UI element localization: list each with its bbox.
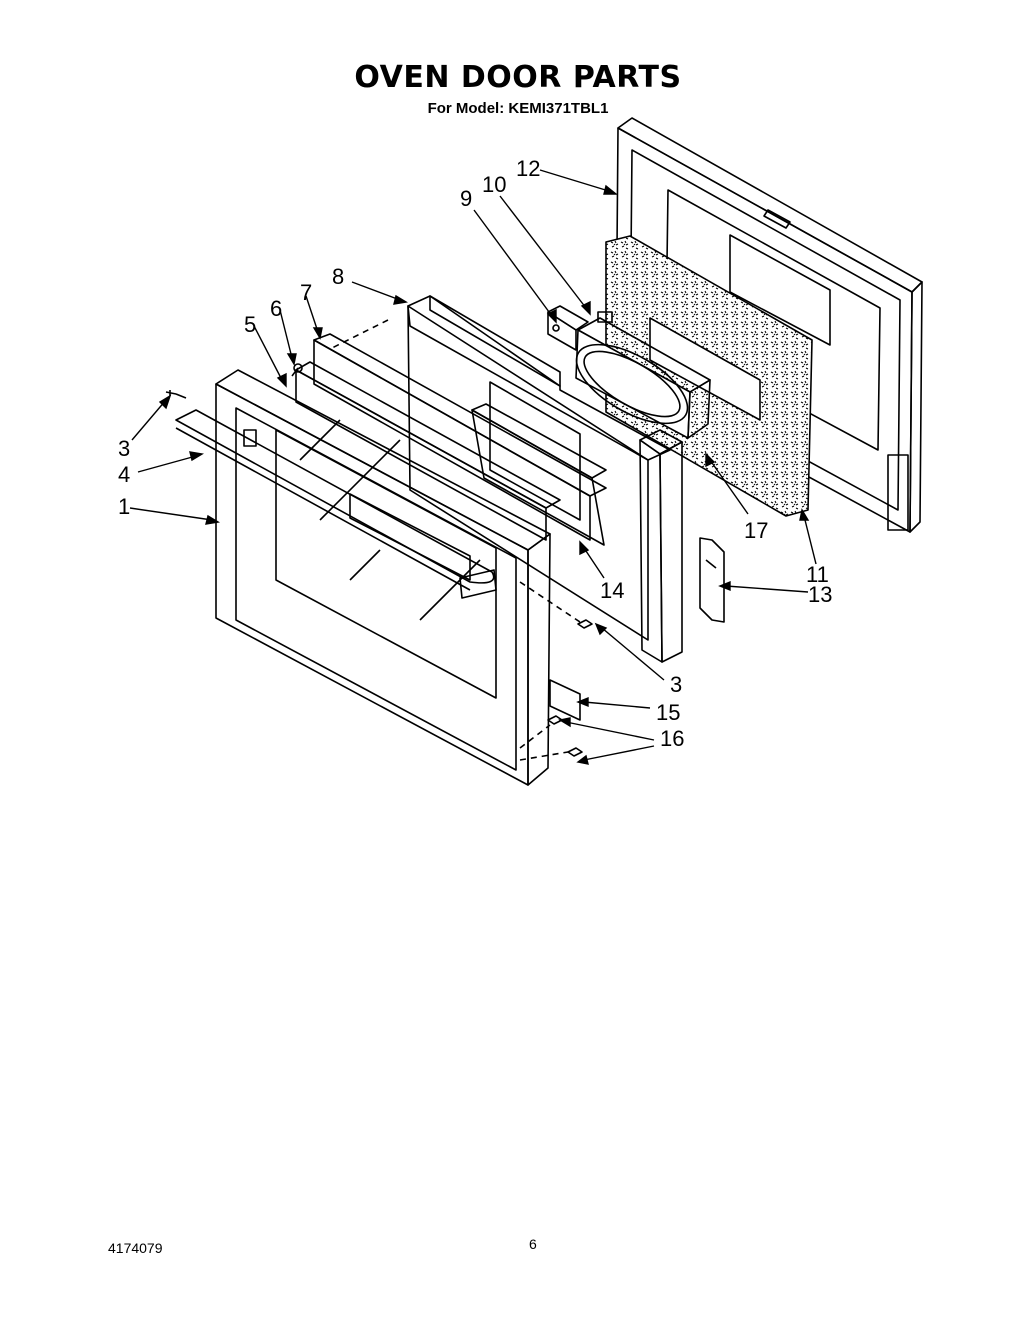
door-insulation — [605, 235, 813, 517]
outer-door-frame — [215, 369, 551, 786]
callout-8: 8 — [332, 264, 344, 289]
lower-bracket — [549, 679, 581, 721]
callout-5: 5 — [244, 312, 256, 337]
vent-strip — [295, 361, 561, 541]
callout-14: 14 — [600, 578, 624, 603]
callout-3-side: 3 — [670, 672, 682, 697]
screw-16-b — [567, 747, 583, 757]
door-handle — [175, 409, 497, 599]
callout-16: 16 — [660, 726, 684, 751]
callout-15: 15 — [656, 700, 680, 725]
callout-6: 6 — [270, 296, 282, 321]
callout-17: 17 — [744, 518, 768, 543]
screw-6 — [291, 363, 303, 377]
door-brackets — [547, 305, 613, 351]
page-number: 6 — [529, 1236, 537, 1252]
callout-1: 1 — [118, 494, 130, 519]
callout-3-top: 3 — [118, 436, 130, 461]
glass-panel — [313, 333, 607, 546]
model-subtitle: For Model: KEMI371TBL1 — [427, 100, 609, 117]
vent-duct — [575, 317, 711, 439]
callout-7: 7 — [300, 280, 312, 305]
callout-10: 10 — [482, 172, 506, 197]
callout-4: 4 — [118, 462, 130, 487]
hinge-bracket — [699, 537, 725, 623]
inner-liner — [407, 295, 671, 641]
screw-3-side — [577, 619, 593, 629]
side-channel — [639, 429, 683, 663]
screw-3-top — [165, 390, 187, 399]
page-title: OVEN DOOR PARTS — [354, 60, 682, 95]
callout-9: 9 — [460, 186, 472, 211]
document-number: 4174079 — [108, 1240, 163, 1256]
callout-12: 12 — [516, 156, 540, 181]
callout-11: 11 — [806, 562, 829, 587]
callout-13: 13 — [808, 582, 832, 607]
